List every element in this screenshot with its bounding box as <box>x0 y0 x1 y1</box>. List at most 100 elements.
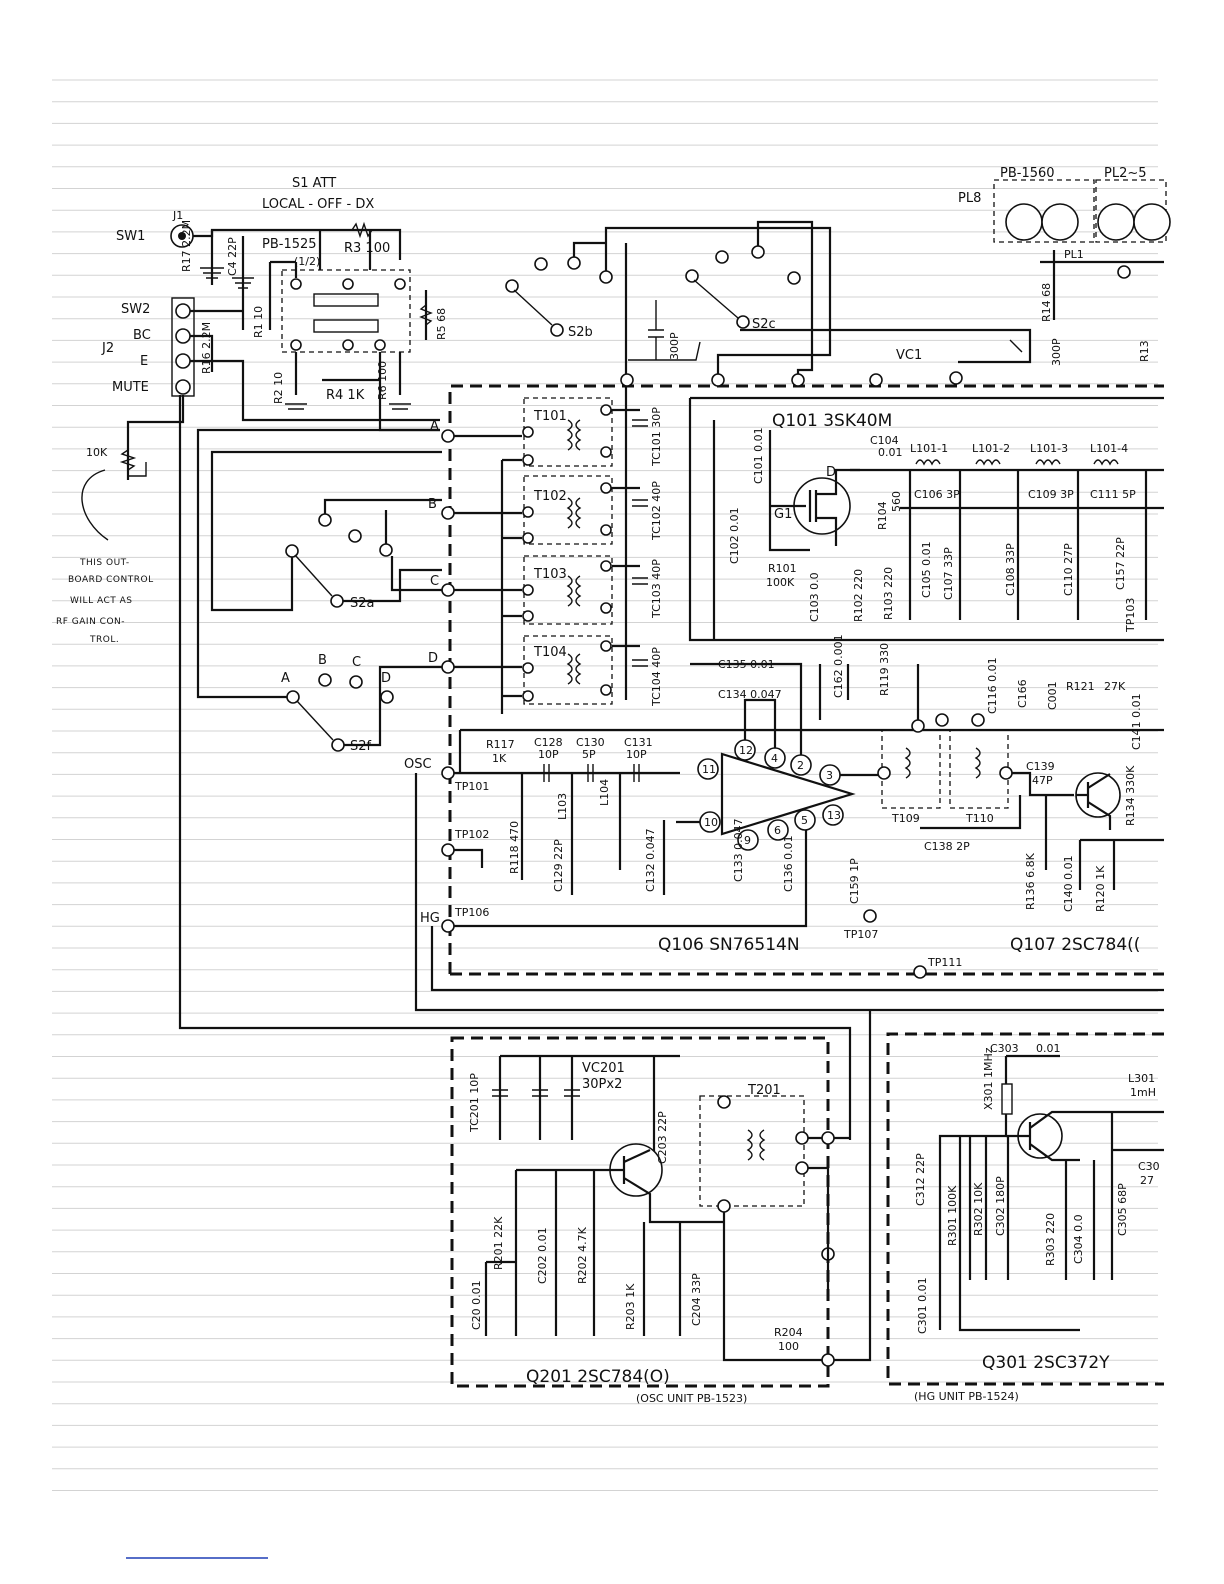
c101-label: C101 0.01 <box>752 427 765 484</box>
c105-label: C105 0.01 <box>920 541 933 598</box>
half-label: (1/2) <box>294 255 320 268</box>
r1-label: R1 10 <box>252 306 265 338</box>
l101-4-label: L101-4 <box>1090 442 1128 455</box>
tp103-label: TP103 <box>1124 598 1137 633</box>
r103-label: R103 220 <box>882 567 895 620</box>
r121-label: R121 <box>1066 680 1095 693</box>
r6-label: R6 100 <box>376 361 389 400</box>
bc-label: BC <box>133 328 151 343</box>
r118-label: R118 470 <box>508 821 521 874</box>
c128-label: C128 <box>534 736 563 749</box>
note-line-5: TROL. <box>89 635 119 645</box>
c135-label: C135 0.01 <box>718 658 775 671</box>
tc101-label: TC101 30P <box>650 407 663 467</box>
s2f-label: S2f <box>350 739 372 754</box>
r201-label: R201 22K <box>492 1216 505 1270</box>
t110-label: T110 <box>965 812 994 825</box>
c001-label: C001 <box>1046 681 1059 710</box>
r104-value: 560 <box>890 491 903 512</box>
s2f-d-letter: D <box>381 671 391 686</box>
t103-transformer: T103 <box>522 555 613 625</box>
q201-label: Q201 2SC784(O) <box>526 1367 670 1387</box>
osc-amplifier-section: OSC TP101 TP102 HG TP106 R117 1K C128 10… <box>404 634 1164 969</box>
r301-label: R301 100K <box>946 1185 959 1246</box>
c138-label: C138 2P <box>924 840 970 853</box>
x301-label: X301 1MHz <box>982 1047 995 1110</box>
q106-amplifier-icon <box>720 752 856 836</box>
c301-label: C301 0.01 <box>916 1277 929 1334</box>
r136-label: R136 6.8K <box>1024 852 1037 910</box>
c130-label: C130 <box>576 736 605 749</box>
c162-label: C162 0.001 <box>832 634 845 698</box>
tp102-label: TP102 <box>454 828 489 841</box>
t109-transformer <box>881 729 941 809</box>
attenuator-section: S1 ATT LOCAL - OFF - DX PB-1525 (1/2) J1… <box>101 176 448 432</box>
q101-drain: D <box>826 465 836 480</box>
pl8-label: PL8 <box>958 191 981 206</box>
cap-300p-b: 300P <box>1050 338 1063 366</box>
tp101-label: TP101 <box>454 780 489 793</box>
c132-label: C132 0.047 <box>644 828 657 892</box>
c166-label: C166 <box>1016 679 1029 708</box>
c139-label: C139 <box>1026 760 1055 773</box>
s2a-label: S2a <box>350 596 375 611</box>
q106-label: Q106 SN76514N <box>658 935 800 955</box>
s2f-c-letter: C <box>352 655 361 670</box>
c131-label: C131 <box>624 736 653 749</box>
e-label: E <box>140 354 148 369</box>
c103-label: C103 0.0 <box>808 572 821 622</box>
c104-label: C104 <box>870 434 899 447</box>
r202-label: R202 4.7K <box>576 1226 589 1284</box>
note-line-3: WILL ACT AS <box>70 596 132 606</box>
c202-label: C202 0.01 <box>536 1227 549 1284</box>
t101-transformer: T101 <box>522 397 613 467</box>
r120-label: R120 1K <box>1094 865 1107 912</box>
switch-decks: S2b S2c 300P 300P VC1 <box>505 220 1063 380</box>
c107-label: C107 33P <box>942 547 955 600</box>
s1-title: S1 ATT <box>292 176 336 191</box>
pin-4: 4 <box>771 752 778 765</box>
pin-12: 12 <box>739 744 753 757</box>
rf-gain-note: 10K THIS OUT- BOARD CONTROL WILL ACT AS … <box>56 395 185 645</box>
t109-label: T109 <box>891 812 920 825</box>
c110-label: C110 27P <box>1062 543 1075 596</box>
hg-unit-caption: (HG UNIT PB-1524) <box>914 1390 1019 1403</box>
svg-text:T102: T102 <box>533 489 567 504</box>
c312-label: C312 22P <box>914 1153 927 1206</box>
s1-positions: LOCAL - OFF - DX <box>262 197 374 212</box>
pin-9: 9 <box>744 834 751 847</box>
pin-11: 11 <box>702 763 716 776</box>
c30x-value: 27 <box>1140 1174 1154 1187</box>
tp107-label: TP107 <box>843 928 878 941</box>
c128-value: 10P <box>538 748 559 761</box>
pl2-5-label: PL2~5 <box>1104 166 1147 181</box>
note-line-4: RF GAIN CON- <box>56 617 125 627</box>
r17-label: R17 2.2M <box>180 220 193 272</box>
c159-label: C159 1P <box>848 858 861 904</box>
r5-label: R5 68 <box>435 308 448 340</box>
sw2-label: SW2 <box>121 302 150 317</box>
r302-label: R302 10K <box>972 1182 985 1236</box>
q301-label: Q301 2SC372Y <box>982 1353 1110 1373</box>
terminal-a-label: A <box>430 419 439 434</box>
pin-13: 13 <box>827 809 841 822</box>
osc-unit: TC201 10P VC201 30Px2 C203 22P T201 C20 … <box>450 1010 872 1405</box>
osc-label: OSC <box>404 757 432 772</box>
c131-value: 10P <box>626 748 647 761</box>
r14-label: R14 68 <box>1040 283 1053 322</box>
svg-text:T101: T101 <box>533 409 567 424</box>
mute-label: MUTE <box>112 380 149 395</box>
c303-label: C303 <box>990 1042 1019 1055</box>
cap-300p-a: 300P <box>668 332 681 360</box>
t102-transformer: T102 <box>522 475 613 545</box>
svg-text:T104: T104 <box>533 645 567 660</box>
lamp-pl8-icon <box>1005 203 1043 241</box>
c141-label: C141 0.01 <box>1130 693 1143 750</box>
pin-2: 2 <box>797 759 804 772</box>
tc104-label: TC104 40P <box>650 647 663 707</box>
r203-label: R203 1K <box>624 1283 637 1330</box>
hg-unit: C303 0.01 X301 1MHz L301 1mH C312 22P R3… <box>886 1032 1164 1403</box>
r4-label: R4 1K <box>326 388 365 403</box>
c104-value: 0.01 <box>878 446 903 459</box>
